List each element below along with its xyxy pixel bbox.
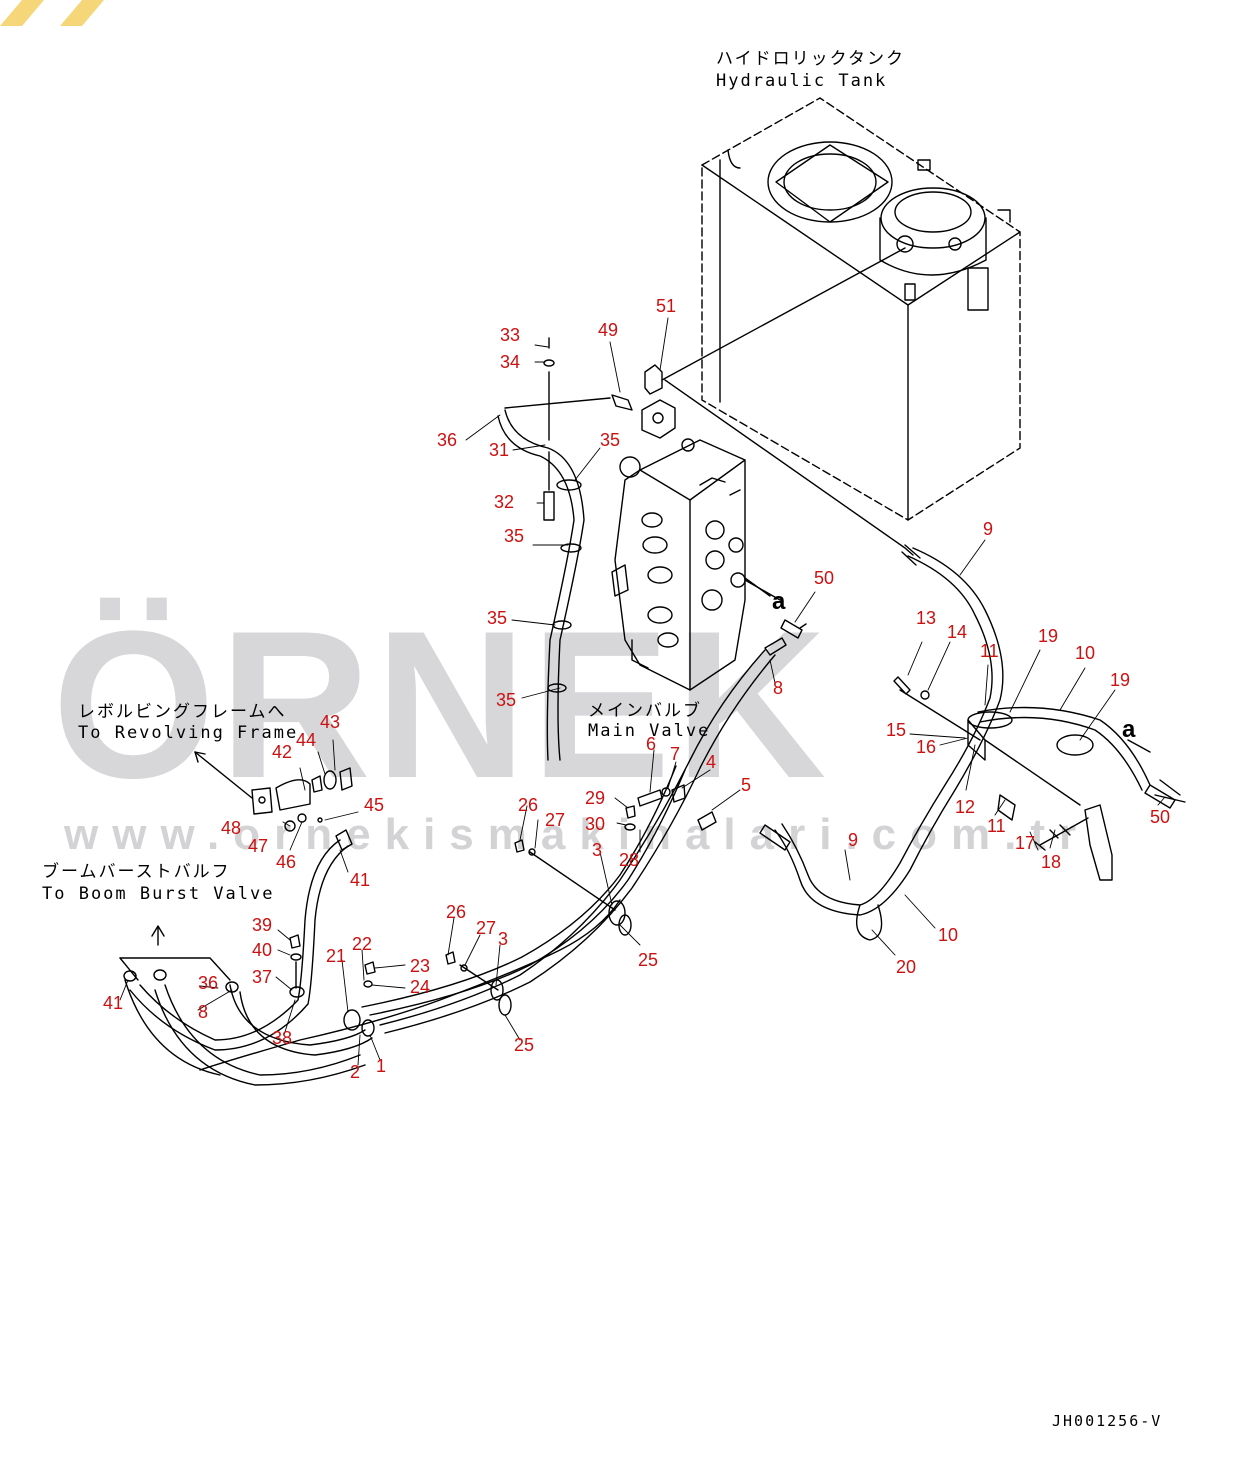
callout-36: 36 <box>437 430 458 450</box>
callout-15: 15 <box>886 720 907 740</box>
tank-label-jp: ハイドロリックタンク <box>716 49 905 69</box>
watermark-url: www.ornekismakinalari.com.tr <box>64 810 1091 859</box>
leader-line <box>504 397 611 409</box>
callout-51: 51 <box>656 296 677 316</box>
callout-45: 45 <box>364 795 385 815</box>
callout-13: 13 <box>916 608 937 628</box>
diagram-code: JH001256-V <box>1052 1412 1163 1430</box>
clamp-20 <box>856 904 883 941</box>
connection-mark-a: a <box>1122 716 1136 743</box>
callout-41: 41 <box>350 870 371 890</box>
callout-29: 29 <box>585 788 606 808</box>
callout-35: 35 <box>504 526 525 546</box>
main-valve-drawing <box>611 438 746 691</box>
arrow-revolving <box>194 751 253 799</box>
callout-17: 17 <box>1015 833 1036 853</box>
leader-line <box>664 379 914 556</box>
leader-line <box>661 247 906 381</box>
callout-35: 35 <box>600 430 621 450</box>
callout-3: 3 <box>592 840 603 860</box>
callout-3: 3 <box>498 929 509 949</box>
revolving-frame-label-en: To Revolving Frame <box>78 723 299 743</box>
callout-28: 28 <box>619 850 640 870</box>
main-valve-label-jp: メインバルブ <box>588 701 702 721</box>
callout-35: 35 <box>487 608 508 628</box>
connector-block-drawing <box>611 364 676 439</box>
callout-21: 21 <box>326 946 347 966</box>
callout-42: 42 <box>272 742 293 762</box>
bracket <box>1084 804 1113 881</box>
callout-22: 22 <box>352 934 373 954</box>
callout-25: 25 <box>638 950 659 970</box>
callout-23: 23 <box>410 956 431 976</box>
connection-mark-a: a <box>772 588 786 615</box>
callout-46: 46 <box>276 852 297 872</box>
callout-9: 9 <box>983 519 994 539</box>
main-valve-label-en: Main Valve <box>588 721 711 741</box>
callout-14: 14 <box>947 622 968 642</box>
callout-25: 25 <box>514 1035 535 1055</box>
callout-30: 30 <box>585 814 606 834</box>
callout-32: 32 <box>494 492 515 512</box>
callout-48: 48 <box>221 818 242 838</box>
spacer-32 <box>543 491 555 521</box>
callout-40: 40 <box>252 940 273 960</box>
callout-11: 11 <box>987 816 1006 836</box>
callout-44: 44 <box>296 730 317 750</box>
arrow-boom-burst <box>119 957 231 981</box>
hose-36-lower <box>164 984 361 1076</box>
callout-27: 27 <box>476 918 497 938</box>
callout-1: 1 <box>376 1056 387 1076</box>
callout-18: 18 <box>1041 852 1062 872</box>
callout-38: 38 <box>272 1028 293 1048</box>
hose-25-line <box>199 899 621 1071</box>
watermark-umlaut-marks <box>0 0 104 26</box>
hydraulic-tank-drawing <box>701 97 1021 521</box>
callout-50: 50 <box>814 568 835 588</box>
callout-37: 37 <box>252 967 273 987</box>
callout-35: 35 <box>496 690 517 710</box>
callout-27: 27 <box>545 810 566 830</box>
tank-label-en: Hydraulic Tank <box>716 71 888 91</box>
callout-8: 8 <box>773 678 784 698</box>
callout-4: 4 <box>706 752 717 772</box>
callout-5: 5 <box>741 775 752 795</box>
callout-19: 19 <box>1038 626 1059 646</box>
callout-50: 50 <box>1150 807 1171 827</box>
callout-24: 24 <box>410 977 431 997</box>
callout-36: 36 <box>198 973 219 993</box>
hose-41 <box>139 839 341 1041</box>
callout-26: 26 <box>518 795 539 815</box>
callout-34: 34 <box>500 352 521 372</box>
callout-10: 10 <box>938 925 959 945</box>
callout-39: 39 <box>252 915 273 935</box>
callout-11: 11 <box>980 641 999 661</box>
callout-10: 10 <box>1075 643 1096 663</box>
boom-burst-label-jp: ブームバーストバルフ <box>42 862 231 882</box>
callout-41: 41 <box>103 993 124 1013</box>
callout-47: 47 <box>248 836 269 856</box>
callout-43: 43 <box>320 712 341 732</box>
callout-7: 7 <box>670 744 681 764</box>
callout-2: 2 <box>350 1062 361 1082</box>
callout-16: 16 <box>916 737 937 757</box>
callout-8: 8 <box>198 1002 209 1022</box>
fitting-50 <box>780 619 803 639</box>
callout-9: 9 <box>848 830 859 850</box>
boom-burst-label-en: To Boom Burst Valve <box>42 884 275 904</box>
callout-6: 6 <box>646 734 657 754</box>
callout-31: 31 <box>489 440 510 460</box>
hose-9 <box>774 547 1004 916</box>
revolving-frame-label-jp: レボルビングフレームへ <box>78 702 287 722</box>
callout-19: 19 <box>1110 670 1131 690</box>
callout-20: 20 <box>896 957 917 977</box>
callout-33: 33 <box>500 325 521 345</box>
callout-26: 26 <box>446 902 467 922</box>
callout-12: 12 <box>955 797 976 817</box>
hose-36 <box>504 409 585 761</box>
callout-49: 49 <box>598 320 619 340</box>
hose-8 <box>379 649 766 1026</box>
